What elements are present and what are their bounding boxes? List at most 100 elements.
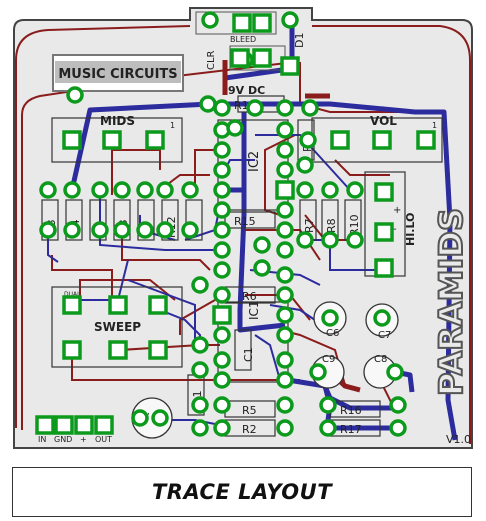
square-pad xyxy=(330,130,350,150)
io-in: IN xyxy=(38,435,46,444)
square-pad xyxy=(102,130,122,150)
round-pad xyxy=(389,419,407,437)
round-pad xyxy=(346,181,364,199)
square-pad xyxy=(416,130,436,150)
round-pad xyxy=(276,221,294,239)
round-pad xyxy=(276,266,294,284)
music-circuits-logo: MUSIC CIRCUITS xyxy=(52,54,184,92)
round-pad xyxy=(213,161,231,179)
label-r17: R17 xyxy=(340,423,362,436)
round-pad xyxy=(276,351,294,369)
label-c7: C7 xyxy=(378,330,391,341)
round-pad xyxy=(276,201,294,219)
round-pad xyxy=(213,181,231,199)
round-pad xyxy=(91,221,109,239)
round-pad xyxy=(213,371,231,389)
square-pad xyxy=(212,305,232,325)
io-plus: + xyxy=(80,435,87,444)
round-pad xyxy=(136,181,154,199)
round-pad xyxy=(199,95,217,113)
round-pad xyxy=(276,161,294,179)
caption-title: TRACE LAYOUT xyxy=(151,480,333,504)
label-ic1: IC1 xyxy=(247,300,261,320)
round-pad xyxy=(296,231,314,249)
round-pad xyxy=(319,419,337,437)
label-r7: R7 xyxy=(303,218,316,233)
round-pad xyxy=(213,241,231,259)
label-r5: R5 xyxy=(242,404,257,417)
switch-plus: + xyxy=(393,205,401,216)
power-header: CLR BLEED D1 9V DC xyxy=(195,11,306,97)
square-pad xyxy=(74,415,94,435)
square-pad xyxy=(94,415,114,435)
label-c9: C9 xyxy=(322,354,335,365)
round-pad xyxy=(213,351,231,369)
square-pad xyxy=(372,130,392,150)
round-pad xyxy=(191,419,209,437)
label-d1: D1 xyxy=(293,33,306,48)
round-pad xyxy=(213,141,231,159)
pads-layer xyxy=(35,11,436,437)
square-pad xyxy=(232,13,252,33)
round-pad xyxy=(276,306,294,324)
round-pad xyxy=(281,11,299,29)
label-c6: C6 xyxy=(326,328,339,339)
round-pad xyxy=(319,396,337,414)
round-pad xyxy=(276,99,294,117)
label-r8: R8 xyxy=(325,218,338,233)
square-pad xyxy=(374,222,394,242)
round-pad xyxy=(213,326,231,344)
square-pad xyxy=(275,180,295,200)
round-pad xyxy=(321,231,339,249)
square-pad xyxy=(62,295,82,315)
round-pad xyxy=(346,231,364,249)
round-pad xyxy=(276,419,294,437)
round-pad xyxy=(276,396,294,414)
label-sweep: SWEEP xyxy=(94,320,141,334)
label-hilo: HI.LO xyxy=(404,213,417,246)
round-pad xyxy=(156,181,174,199)
pcb-layout-diagram: MUSIC CIRCUITS CLR BLEED D1 9V DC MIDS V… xyxy=(13,7,473,449)
label-dual: DUAL xyxy=(64,291,81,298)
label-mids: MIDS xyxy=(100,114,135,128)
label-r15: R15 xyxy=(234,215,256,228)
round-pad xyxy=(181,221,199,239)
round-pad xyxy=(253,259,271,277)
round-pad xyxy=(113,221,131,239)
square-pad xyxy=(374,258,394,278)
round-pad xyxy=(63,221,81,239)
label-r2: R2 xyxy=(242,423,257,436)
round-pad xyxy=(131,409,149,427)
square-pad xyxy=(148,340,168,360)
round-pad xyxy=(213,286,231,304)
round-pad xyxy=(213,261,231,279)
square-pad xyxy=(374,182,394,202)
round-pad xyxy=(191,336,209,354)
round-pad xyxy=(213,221,231,239)
square-pad xyxy=(280,56,300,76)
round-pad xyxy=(181,181,199,199)
square-pad xyxy=(230,48,250,68)
round-pad xyxy=(299,131,317,149)
round-pad xyxy=(213,419,231,437)
round-pad xyxy=(246,99,264,117)
round-pad xyxy=(113,181,131,199)
round-pad xyxy=(66,86,84,104)
round-pad xyxy=(91,181,109,199)
round-pad xyxy=(321,309,339,327)
label-r6: R6 xyxy=(242,290,257,303)
io-labels: IN GND + OUT xyxy=(38,435,112,444)
round-pad xyxy=(389,396,407,414)
board-title: PARAMIDS xyxy=(432,208,470,396)
round-pad xyxy=(276,326,294,344)
round-pad xyxy=(276,286,294,304)
logo-text: MUSIC CIRCUITS xyxy=(58,67,177,82)
square-pad xyxy=(148,295,168,315)
round-pad xyxy=(276,241,294,259)
round-pad xyxy=(321,181,339,199)
round-pad xyxy=(39,221,57,239)
round-pad xyxy=(276,121,294,139)
round-pad xyxy=(156,221,174,239)
round-pad xyxy=(296,181,314,199)
round-pad xyxy=(63,181,81,199)
